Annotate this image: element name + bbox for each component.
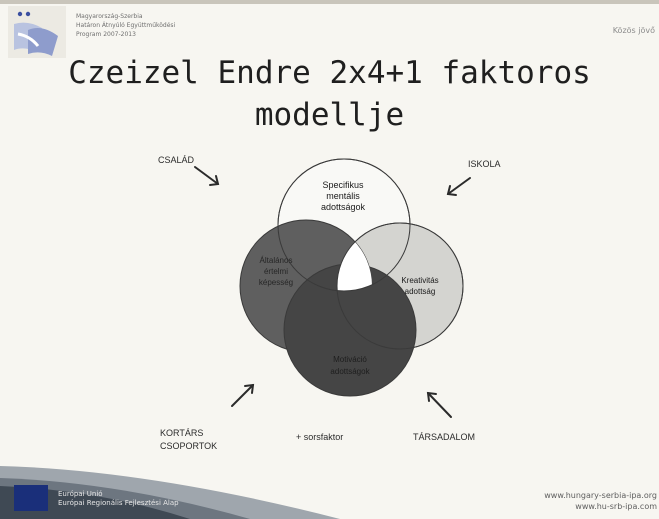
footer-links: www.hungary-serbia-ipa.org www.hu-srb-ip… bbox=[544, 490, 657, 512]
circle-specific-abilities-outline bbox=[277, 158, 411, 292]
arrow-iskola bbox=[446, 177, 471, 196]
footer-url-2[interactable]: www.hu-srb-ipa.com bbox=[575, 502, 657, 511]
eu-caption: Európai Unió Európai Regionális Fejleszt… bbox=[58, 490, 179, 508]
arrow-csalad bbox=[194, 166, 220, 186]
footer-url-1[interactable]: www.hungary-serbia-ipa.org bbox=[544, 491, 657, 500]
circle-label-right-2: adottság bbox=[405, 287, 436, 296]
program-name: Magyarország-Szerbia Határon Átnyúló Egy… bbox=[76, 12, 175, 39]
label-sorsfaktor: + sorsfaktor bbox=[296, 432, 343, 442]
label-iskola: ISKOLA bbox=[468, 159, 501, 169]
label-tarsadalom: TÁRSADALOM bbox=[413, 432, 475, 442]
circle-label-top-2: mentális bbox=[326, 191, 360, 201]
slide-top-border bbox=[0, 0, 659, 4]
label-kortars-1: KORTÁRS bbox=[160, 428, 203, 438]
circle-label-top-1: Specifikus bbox=[322, 180, 364, 190]
eu-line-2: Európai Regionális Fejlesztési Alap bbox=[58, 499, 179, 507]
circle-label-bottom-1: Motiváció bbox=[333, 355, 367, 364]
arrow-kortars bbox=[231, 383, 255, 407]
program-slogan: Közös jövő bbox=[612, 26, 655, 35]
org-line: Határon Átnyúló Együttműködési bbox=[76, 22, 176, 29]
title-line-1: Czeizel Endre 2x4+1 faktoros bbox=[68, 55, 591, 91]
eu-line-1: Európai Unió bbox=[58, 490, 103, 498]
circle-label-left-1: Általános bbox=[260, 256, 293, 265]
program-logo bbox=[8, 6, 66, 58]
circle-label-right-1: Kreativitás bbox=[401, 276, 438, 285]
org-line: Program 2007-2013 bbox=[76, 31, 136, 38]
circle-label-bottom-2: adottságok bbox=[330, 367, 370, 376]
title-line-2: modellje bbox=[254, 97, 405, 133]
slide-title: Czeizel Endre 2x4+1 faktoros modellje bbox=[0, 52, 659, 136]
arrow-tarsadalom bbox=[426, 391, 452, 418]
circle-label-left-2: értelmi bbox=[264, 267, 288, 276]
circle-creativity-outline bbox=[336, 222, 464, 350]
circle-label-top-3: adottságok bbox=[321, 202, 366, 212]
org-line: Magyarország-Szerbia bbox=[76, 13, 143, 20]
circle-label-left-3: képesség bbox=[259, 278, 293, 287]
label-csalad: CSALÁD bbox=[158, 155, 195, 165]
label-kortars-2: CSOPORTOK bbox=[160, 441, 217, 451]
eu-flag bbox=[14, 485, 48, 511]
